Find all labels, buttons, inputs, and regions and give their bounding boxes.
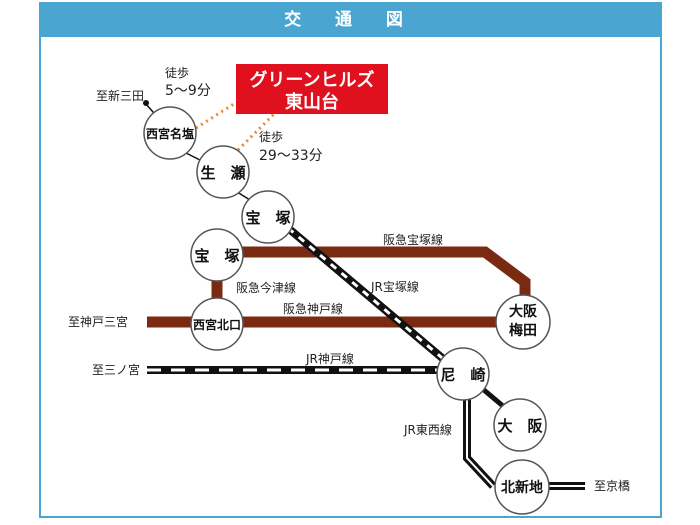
station-kitashinchi[interactable] (494, 459, 550, 515)
walk2-label: 徒歩 (259, 129, 283, 144)
walk2-time: 29〜33分 (259, 148, 323, 164)
station-osaka-umeda[interactable] (495, 294, 551, 350)
station-label-osaka-umeda-2: 梅田 (509, 322, 537, 339)
station-nishinomiya-najio[interactable] (143, 106, 197, 160)
line-label-hankyu-imazu: 阪急今津線 (236, 280, 296, 295)
station-takarazuka-hankyu[interactable] (190, 228, 244, 282)
direction-shinsanda: 至新三田 (96, 88, 144, 103)
station-nishinomiya-kitaguchi[interactable] (190, 297, 244, 351)
destination-banner (236, 64, 388, 114)
station-label-takarazuka-jr: 宝 塚 (245, 209, 290, 227)
direction-kobe-sannomiya: 至神戸三宮 (68, 314, 128, 329)
line-label-jr-takarazuka: JR宝塚線 (370, 279, 419, 294)
station-label-amagasaki: 尼 崎 (440, 366, 485, 384)
destination-name-line2: 東山台 (285, 91, 339, 113)
direction-sannomiya: 至三ノ宮 (92, 362, 140, 377)
station-label-namase: 生 瀬 (200, 164, 245, 182)
station-label-kitashinchi: 北新地 (501, 479, 543, 496)
station-osaka[interactable] (493, 398, 547, 452)
station-label-takarazuka-hankyu: 宝 塚 (194, 247, 239, 265)
map-title: 交 通 図 (41, 4, 660, 37)
stations (143, 106, 551, 515)
station-label-osaka-umeda-1: 大阪 (509, 303, 538, 320)
line-label-jr-kobe: JR神戸線 (305, 351, 354, 366)
line-label-jr-tozai: JR東西線 (403, 422, 452, 437)
station-amagasaki[interactable] (436, 347, 490, 401)
walk1-time: 5〜9分 (165, 83, 211, 99)
hankyu-takarazuka-line (240, 246, 531, 300)
shinsanda-terminal-dot (143, 100, 149, 106)
walking-routes (195, 98, 277, 152)
station-namase[interactable] (196, 145, 250, 199)
station-label-osaka: 大 阪 (497, 417, 543, 435)
line-label-hankyu-kobe: 阪急神戸線 (283, 301, 343, 316)
station-label-nishinomiya-kitaguchi: 西宮北口 (193, 317, 241, 332)
station-label-nishinomiya-najio: 西宮名塩 (146, 126, 194, 141)
direction-kyobashi: 至京橋 (594, 479, 630, 493)
station-takarazuka-jr[interactable] (241, 190, 295, 244)
walk1-label: 徒歩 (165, 65, 189, 80)
line-label-hankyu-takarazuka: 阪急宝塚線 (383, 232, 443, 247)
destination-name-line1: グリーンヒルズ (249, 69, 374, 91)
